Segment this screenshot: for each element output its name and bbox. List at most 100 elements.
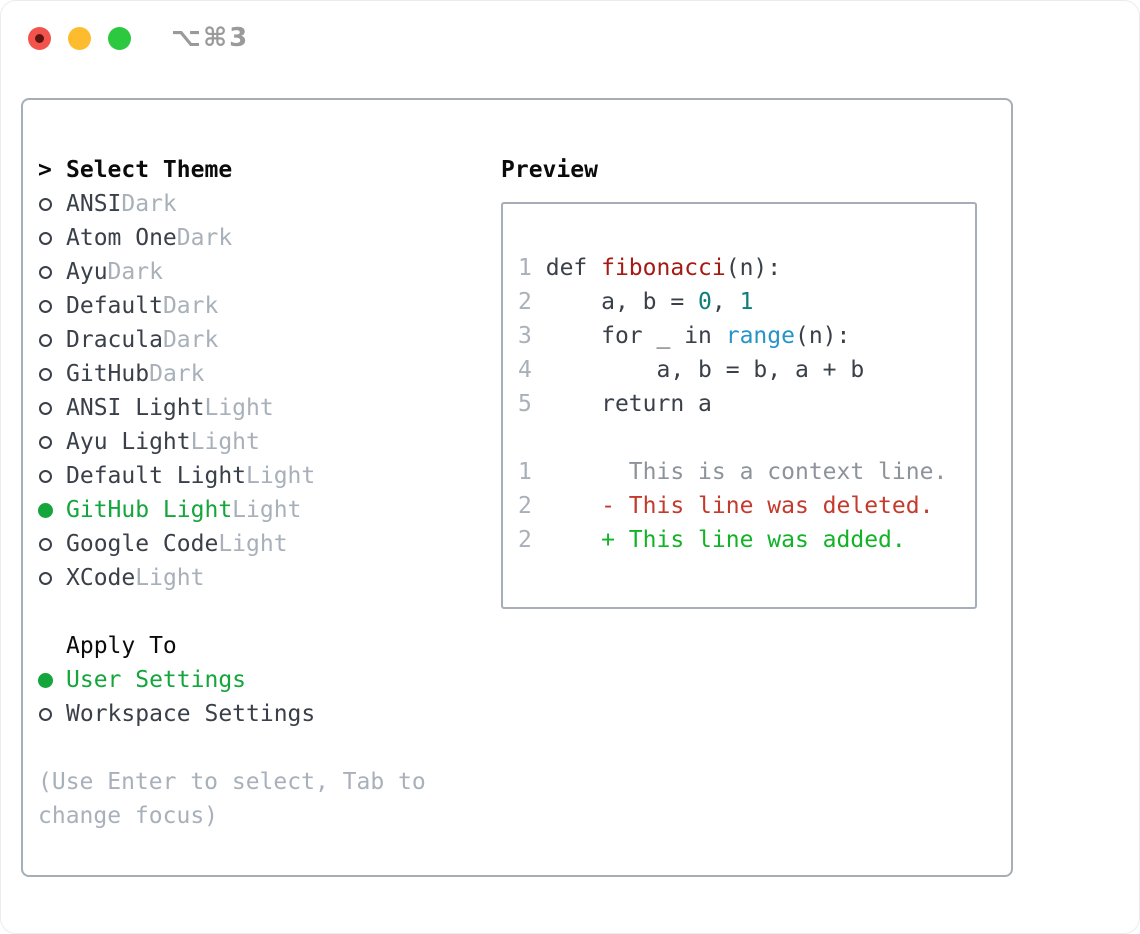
line-number: 2 bbox=[518, 527, 532, 553]
hint-line-1: (Use Enter to select, Tab to bbox=[38, 769, 426, 795]
theme-option[interactable]: Google Code Light bbox=[38, 527, 488, 561]
theme-option[interactable]: ANSI Dark bbox=[38, 187, 488, 221]
radio-unselected-icon bbox=[38, 197, 66, 211]
option-label: Default Light bbox=[66, 463, 247, 489]
select-theme-title: Select Theme bbox=[66, 157, 233, 183]
theme-option[interactable]: GitHub Dark bbox=[38, 357, 488, 391]
radio-unselected-icon bbox=[38, 469, 66, 483]
theme-variant-tag: Light bbox=[246, 463, 316, 489]
code-token-builtin: range bbox=[725, 323, 795, 349]
option-label: ANSI bbox=[66, 191, 122, 217]
code-token-code: , bbox=[711, 289, 740, 315]
code-token-number: 1 bbox=[739, 289, 754, 315]
option-label: GitHub Light bbox=[66, 497, 233, 523]
preview-blank-line bbox=[518, 421, 975, 455]
theme-option[interactable]: ANSI Light Light bbox=[38, 391, 488, 425]
radio-unselected-icon bbox=[38, 265, 66, 279]
theme-variant-tag: Dark bbox=[162, 293, 219, 319]
theme-variant-tag: Light bbox=[232, 497, 302, 523]
close-button[interactable] bbox=[28, 27, 51, 50]
preview-line: 5 return a bbox=[518, 387, 975, 421]
radio-unselected-icon bbox=[38, 707, 66, 721]
option-label: XCode bbox=[66, 565, 136, 591]
radio-unselected-icon bbox=[38, 571, 66, 585]
gap bbox=[38, 595, 488, 629]
theme-option[interactable]: Default Dark bbox=[38, 289, 488, 323]
window-shortcut-label: ⌥⌘3 bbox=[171, 23, 250, 53]
hint-text: (Use Enter to select, Tab to change focu… bbox=[38, 765, 488, 833]
option-label: Dracula bbox=[66, 327, 163, 353]
option-label: Workspace Settings bbox=[66, 701, 316, 727]
code-token-number: 0 bbox=[698, 289, 712, 315]
option-label: Ayu Light bbox=[66, 429, 191, 455]
apply-to-heading-row: Apply To bbox=[38, 629, 488, 663]
code-token-code: a, b = bbox=[545, 289, 699, 315]
radio-unselected-icon bbox=[38, 333, 66, 347]
theme-variant-tag: Light bbox=[218, 531, 288, 557]
theme-variant-tag: Dark bbox=[121, 191, 177, 217]
line-number: 4 bbox=[518, 357, 532, 383]
code-token-code: return a bbox=[545, 391, 712, 417]
preview-column: Preview 1 def fibonacci(n):2 a, b = 0, 1… bbox=[501, 153, 977, 609]
code-token-context: This is a context line. bbox=[545, 459, 948, 485]
preview-line: 1 This is a context line. bbox=[518, 455, 975, 489]
line-number: 5 bbox=[518, 391, 532, 417]
radio-unselected-icon bbox=[38, 537, 66, 551]
code-token-deleted: - This line was deleted. bbox=[545, 493, 934, 519]
window-titlebar: ⌥⌘3 bbox=[1, 1, 1139, 73]
theme-variant-tag: Light bbox=[204, 395, 274, 421]
theme-option[interactable]: GitHub Light Light bbox=[38, 493, 488, 527]
select-theme-heading: > Select Theme bbox=[38, 153, 488, 187]
line-number: 1 bbox=[518, 255, 532, 281]
code-token-added: + This line was added. bbox=[545, 527, 906, 553]
theme-variant-tag: Light bbox=[135, 565, 205, 591]
option-label: Default bbox=[66, 293, 163, 319]
code-token-code: a, b = b, a + b bbox=[545, 357, 865, 383]
theme-variant-tag: Dark bbox=[107, 259, 163, 285]
option-label: ANSI Light bbox=[66, 395, 205, 421]
minimize-button[interactable] bbox=[68, 27, 91, 50]
theme-option[interactable]: Atom One Dark bbox=[38, 221, 488, 255]
line-number: 2 bbox=[518, 289, 532, 315]
line-number: 1 bbox=[518, 459, 532, 485]
radio-selected-icon bbox=[38, 502, 66, 518]
apply-to-title: Apply To bbox=[66, 633, 177, 659]
apply-to-option[interactable]: Workspace Settings bbox=[38, 697, 488, 731]
zoom-button[interactable] bbox=[108, 27, 131, 50]
code-token-code: (n): bbox=[725, 255, 782, 281]
theme-option[interactable]: XCode Light bbox=[38, 561, 488, 595]
preview-line: 1 def fibonacci(n): bbox=[518, 251, 975, 285]
apply-to-option[interactable]: User Settings bbox=[38, 663, 488, 697]
code-token-code: def bbox=[545, 255, 602, 281]
preview-line: 3 for _ in range(n): bbox=[518, 319, 975, 353]
hint-line-2: change focus) bbox=[38, 803, 219, 829]
preview-line: 2 a, b = 0, 1 bbox=[518, 285, 975, 319]
option-label: User Settings bbox=[66, 667, 247, 693]
option-label: Ayu bbox=[66, 259, 108, 285]
theme-variant-tag: Dark bbox=[162, 327, 219, 353]
radio-selected-icon bbox=[38, 672, 66, 688]
preview-title: Preview bbox=[501, 157, 598, 183]
theme-option[interactable]: Ayu Dark bbox=[38, 255, 488, 289]
code-token-function: fibonacci bbox=[601, 255, 726, 281]
theme-option[interactable]: Ayu Light Light bbox=[38, 425, 488, 459]
option-label: Atom One bbox=[66, 225, 177, 251]
radio-unselected-icon bbox=[38, 435, 66, 449]
code-token-code: for _ in bbox=[545, 323, 726, 349]
line-number: 3 bbox=[518, 323, 532, 349]
preview-line: 4 a, b = b, a + b bbox=[518, 353, 975, 387]
code-token-code: (n): bbox=[794, 323, 851, 349]
theme-option[interactable]: Dracula Dark bbox=[38, 323, 488, 357]
radio-unselected-icon bbox=[38, 367, 66, 381]
theme-option[interactable]: Default Light Light bbox=[38, 459, 488, 493]
option-label: GitHub bbox=[66, 361, 150, 387]
preview-line: 2 + This line was added. bbox=[518, 523, 975, 557]
radio-unselected-icon bbox=[38, 401, 66, 415]
selection-cursor: > bbox=[38, 157, 52, 183]
